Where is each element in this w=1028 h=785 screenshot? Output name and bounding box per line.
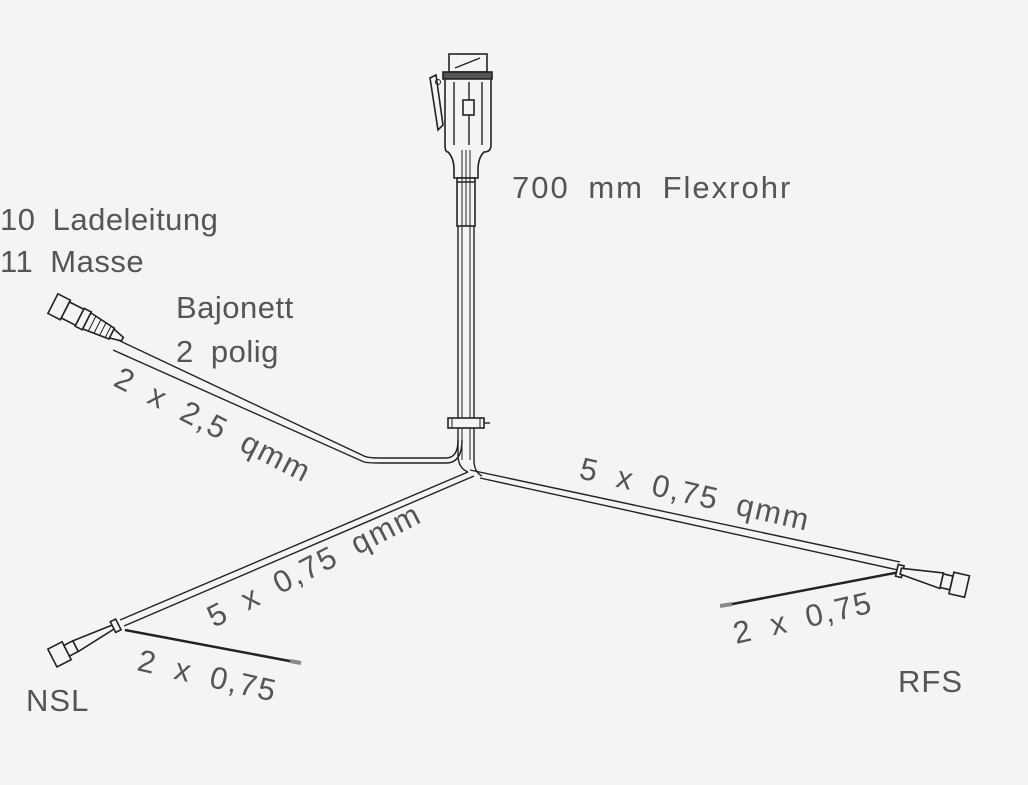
label-cable-left: 5 x 0,75 qmm [201, 496, 427, 634]
nsl-connector [46, 617, 123, 668]
label-nsl: NSL [26, 683, 89, 718]
label-polig: 2 polig [176, 334, 279, 369]
left-branch-cable [119, 471, 475, 665]
label-cable-bajonett: 2 x 2,5 qmm [109, 360, 318, 490]
label-bajonett: Bajonett [176, 290, 294, 325]
label-masse: 11 Masse [0, 244, 144, 279]
label-small-left: 2 x 0,75 [134, 643, 281, 709]
label-flexrohr: 700 mm Flexrohr [512, 170, 792, 205]
bayonet-cable [112, 339, 463, 464]
label-ladeleitung: 10 Ladeleitung [0, 202, 218, 237]
cable-clamp [447, 417, 490, 429]
bayonet-connector [46, 292, 125, 342]
rfs-connector [894, 563, 971, 599]
label-small-right: 2 x 0,75 [730, 585, 877, 651]
right-branch-cable [469, 469, 901, 608]
label-rfs: RFS [898, 664, 963, 699]
main-trunk-cable [457, 225, 483, 477]
13-pin-plug-connector [429, 53, 493, 227]
